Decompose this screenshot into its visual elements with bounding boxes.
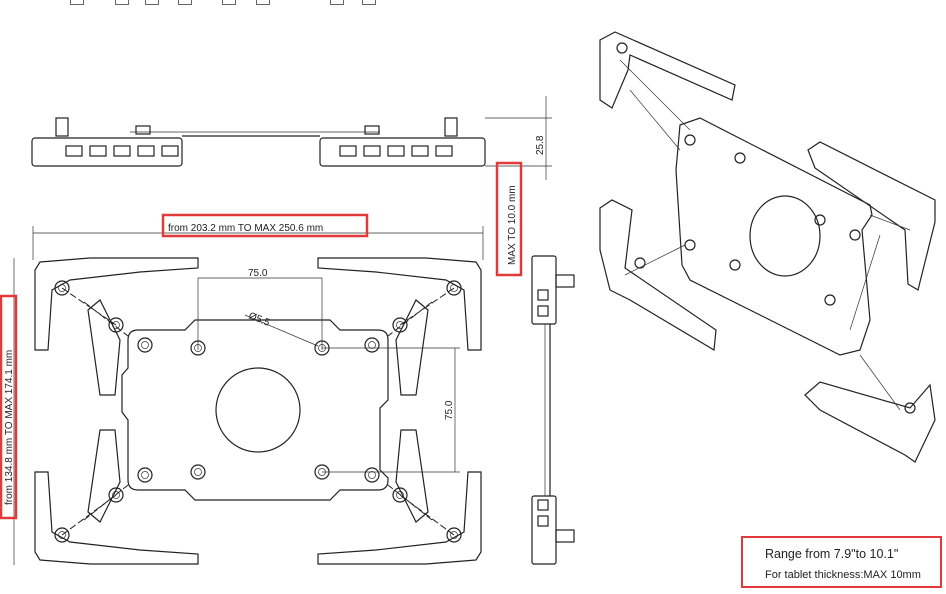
slot: [113, 145, 131, 157]
iso-hole: [729, 259, 741, 271]
zoom-out-icon[interactable]: [145, 0, 159, 5]
range-note: Range from 7.9"to 10.1" For tablet thick…: [741, 536, 942, 588]
grid-icon[interactable]: [70, 0, 84, 5]
thickness-text: For tablet thickness:MAX 10mm: [765, 569, 921, 581]
vesa-vertical-label: 75.0: [444, 400, 455, 420]
iso-hole: [904, 402, 916, 414]
mounting-hole: [190, 464, 206, 480]
iso-hole: [634, 257, 646, 269]
mounting-hole: [364, 467, 380, 483]
slot: [411, 145, 429, 157]
front-view: 75.0 75.0 Ø5.5: [34, 257, 482, 565]
fit-page-icon[interactable]: [178, 0, 192, 5]
toolbar: [0, 0, 946, 6]
slot: [137, 145, 155, 157]
height-range-label: from 134.8 mm TO MAX 174.1 mm: [4, 350, 15, 505]
slot: [65, 145, 83, 157]
iso-hole: [616, 42, 628, 54]
hole-diameter-label: Ø5.5: [247, 311, 272, 329]
mounting-hole-inner: [141, 471, 149, 479]
mounting-hole-inner: [112, 491, 120, 499]
max-thickness-label: MAX TO 10.0 mm: [507, 185, 518, 265]
iso-hole: [824, 294, 836, 306]
mounting-hole-inner: [396, 491, 404, 499]
slot: [161, 145, 179, 157]
mounting-hole: [137, 467, 153, 483]
mounting-hole: [137, 337, 153, 353]
depth-dimension: 25.8: [535, 135, 546, 155]
mounting-hole: [446, 527, 462, 543]
mounting-hole-inner: [194, 468, 202, 476]
vesa-horizontal-label: 75.0: [248, 268, 268, 279]
iso-hole: [734, 152, 746, 164]
bracket-icon[interactable]: [330, 0, 344, 5]
range-text: Range from 7.9"to 10.1": [765, 547, 899, 561]
slot: [387, 145, 405, 157]
mounting-hole-inner: [368, 471, 376, 479]
slot: [435, 145, 453, 157]
iso-hole: [684, 239, 696, 251]
top-view: 25.8: [31, 96, 552, 180]
slot: [363, 145, 381, 157]
select-icon[interactable]: [362, 0, 376, 5]
single-page-icon[interactable]: [222, 0, 236, 5]
iso-hole: [849, 229, 861, 241]
iso-hole: [814, 214, 826, 226]
slot: [339, 145, 357, 157]
side-view: [531, 255, 575, 565]
mounting-hole: [108, 487, 124, 503]
iso-hole: [684, 134, 696, 146]
isometric-view: [599, 31, 936, 463]
mounting-hole: [392, 487, 408, 503]
mounting-hole-inner: [141, 341, 149, 349]
slot: [89, 145, 107, 157]
zoom-in-icon[interactable]: [115, 0, 129, 5]
mounting-hole: [54, 527, 70, 543]
width-range-label: from 203.2 mm TO MAX 250.6 mm: [168, 223, 323, 234]
two-page-icon[interactable]: [256, 0, 270, 5]
mounting-hole: [364, 337, 380, 353]
mounting-hole-inner: [368, 341, 376, 349]
